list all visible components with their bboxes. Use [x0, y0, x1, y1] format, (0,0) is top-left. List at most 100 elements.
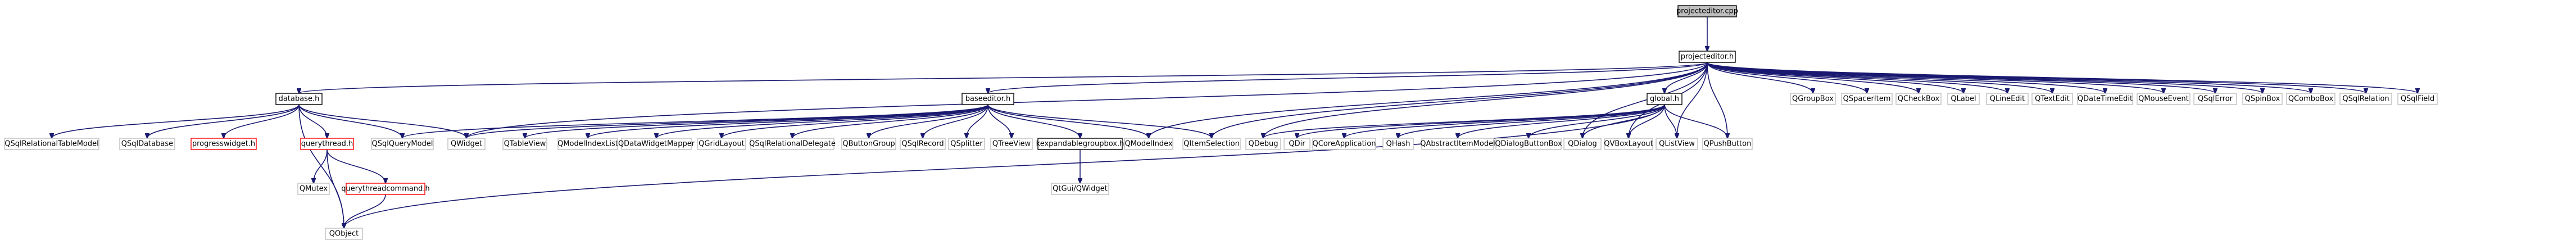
node-qlistview: QListView: [1656, 138, 1698, 150]
node-box: [1679, 51, 1736, 63]
edge-querythread_h-to-querythreadcommand_h: [326, 149, 386, 183]
node-label: QModelIndex: [1124, 140, 1172, 148]
node-box: [962, 93, 1014, 105]
node-projecteditor-cpp[interactable]: projecteditor.cpp: [1676, 5, 1738, 17]
node-qsqlrecord: QSqlRecord: [900, 138, 946, 150]
node-label: database.h: [279, 95, 320, 103]
node-label: QSqlQueryModel: [372, 140, 433, 148]
node-projecteditor-h[interactable]: projecteditor.h: [1679, 51, 1736, 63]
node-qitemselection: QItemSelection: [1182, 138, 1241, 150]
node-box: [1245, 138, 1281, 150]
node-qpushbutton: QPushButton: [1702, 138, 1753, 150]
edge-projecteditor_h-to-QDialog: [1582, 62, 1708, 138]
node-box: [1051, 183, 1109, 195]
node-label: projecteditor.cpp: [1676, 7, 1738, 16]
edge-baseeditor_h-to-QSqlRelationalDelegate: [792, 104, 988, 138]
node-box: [1947, 93, 1980, 105]
node-label: QCheckBox: [1898, 95, 1940, 103]
edge-baseeditor_h-to-QSplitter: [967, 104, 988, 138]
node-box: [2397, 93, 2438, 105]
node-global-h[interactable]: global.h: [1647, 93, 1682, 105]
edge-projecteditor_h-to-QMouseEvent: [1707, 62, 2164, 93]
node-box: [1647, 93, 1682, 105]
node-qtreeview: QTreeView: [990, 138, 1033, 150]
node-label: QHash: [1386, 140, 1411, 148]
edge-projecteditor_h-to-QListView: [1677, 62, 1708, 138]
edge-projecteditor_h-to-QSpacerItem: [1707, 62, 1867, 93]
edge-querythreadcommand_h-to-QObject: [344, 194, 386, 228]
node-box: [191, 138, 257, 150]
node-label: progresswidget.h: [192, 140, 255, 148]
node-box: [750, 138, 835, 150]
node-qdialog: QDialog: [1563, 138, 1602, 150]
node-box: [1986, 93, 2029, 105]
node-label: QDialogButtonBox: [1495, 140, 1562, 148]
node-box: [371, 138, 434, 150]
edge-database_h-to-QWidget: [298, 104, 466, 138]
dependency-nodes: projecteditor.cpp projecteditor.h database…: [4, 5, 2438, 240]
node-label: QListView: [1659, 140, 1695, 148]
node-label: QItemSelection: [1183, 140, 1240, 148]
node-qwidget: QWidget: [447, 138, 486, 150]
node-box: [990, 138, 1033, 150]
edge-projecteditor_h-to-baseeditor_h: [988, 62, 1708, 93]
node-label: QSpinBox: [2245, 95, 2280, 103]
node-label: QCoreApplication: [1313, 140, 1376, 148]
node-label: baseeditor.h: [965, 95, 1010, 103]
node-label: QSqlError: [2198, 95, 2233, 103]
node-box: [447, 138, 486, 150]
dependency-edges: [52, 16, 2418, 228]
edge-projecteditor_h-to-QGroupBox: [1707, 62, 1813, 93]
node-box: [1841, 93, 1893, 105]
node-qtextedit: QTextEdit: [2031, 93, 2073, 105]
edge-projecteditor_h-to-QDebug: [1263, 62, 1708, 138]
node-label: QGroupBox: [1792, 95, 1834, 103]
edge-projecteditor_h-to-global_h: [1665, 62, 1708, 93]
edge-global_h-to-QPushButton: [1664, 104, 1727, 138]
edge-baseeditor_h-to-QModelIndexList: [588, 104, 988, 138]
node-qbuttongroup: QButtonGroup: [841, 138, 896, 150]
edge-projecteditor_h-to-QComboBox: [1707, 62, 2311, 93]
node-box: [2339, 93, 2392, 105]
edge-global_h-to-QListView: [1664, 104, 1677, 138]
node-qabstractitemmodel: QAbstractItemModel: [1420, 138, 1495, 150]
edge-global_h-to-QVBoxLayout: [1629, 104, 1665, 138]
node-qmodelindex: QModelIndex: [1124, 138, 1173, 150]
node-kexpandablegroupbox-h[interactable]: kexpandablegroupbox.h: [1036, 138, 1124, 150]
node-baseeditor-h[interactable]: baseeditor.h: [962, 93, 1014, 105]
node-box: [1495, 138, 1562, 150]
node-label: querythreadcommand.h: [341, 185, 429, 193]
edge-global_h-to-QCoreApplication: [1344, 104, 1665, 138]
node-box: [1656, 138, 1698, 150]
node-label: QDataWidgetMapper: [618, 140, 695, 148]
node-label: QWidget: [451, 140, 482, 148]
node-qgui-qwidget: QtGui/QWidget: [1051, 183, 1109, 195]
node-qdir: QDir: [1284, 138, 1310, 150]
node-box: [1182, 138, 1241, 150]
node-box: [1124, 138, 1173, 150]
node-box: [2077, 93, 2133, 105]
node-qlabel: QLabel: [1947, 93, 1980, 105]
node-label: projecteditor.h: [1681, 53, 1734, 61]
node-label: QSqlField: [2401, 95, 2434, 103]
node-qvboxlayout: QVBoxLayout: [1604, 138, 1653, 150]
node-box: [557, 138, 618, 150]
edge-projecteditor_h-to-QModelIndex: [1149, 62, 1708, 138]
edge-baseeditor_h-to-QTreeView: [987, 104, 1012, 138]
node-qsqlrelationaldelegate: QSqlRelationalDelegate: [749, 138, 836, 150]
node-box: [841, 138, 896, 150]
edge-projecteditor_h-to-QSqlField: [1707, 62, 2418, 93]
node-label: QGridLayout: [699, 140, 745, 148]
edge-database_h-to-QSqlRelationalTableModel: [52, 104, 300, 138]
node-querythread-h: querythread.h: [300, 138, 354, 150]
node-label: QObject: [329, 230, 359, 238]
edge-database_h-to-QObject: [298, 104, 344, 228]
edge-baseeditor_h-to-QItemSelection: [987, 104, 1212, 138]
node-box: [1790, 93, 1836, 105]
node-qsplitter: QSplitter: [948, 138, 985, 150]
edge-global_h-to-QDialogButtonBox: [1529, 104, 1665, 138]
edge-baseeditor_h-to-QButtonGroup: [869, 104, 988, 138]
node-label: QtGui/QWidget: [1053, 185, 1108, 193]
node-database-h[interactable]: database.h: [275, 93, 323, 105]
node-box: [297, 183, 330, 195]
